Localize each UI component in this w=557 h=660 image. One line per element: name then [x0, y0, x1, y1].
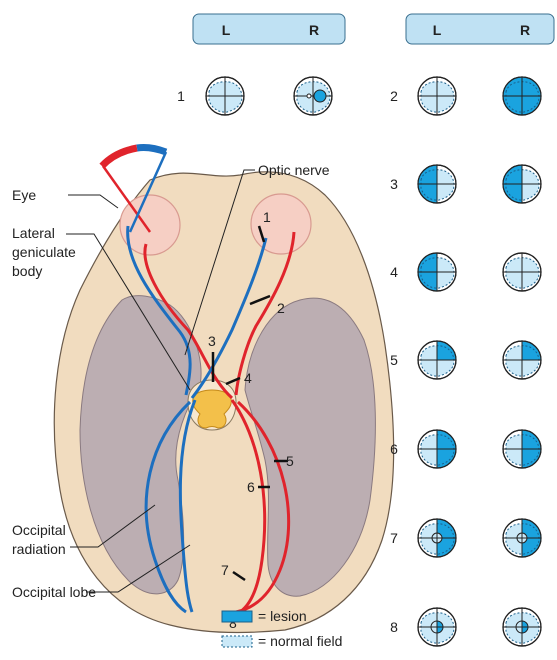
right-eye	[251, 194, 311, 254]
occipital-radiation-label-line2: radiation	[12, 541, 66, 557]
lgb-label-line1: Lateral	[12, 225, 55, 241]
right-visual-field	[503, 430, 541, 468]
field-arc-blue	[137, 148, 166, 153]
right-visual-field	[503, 77, 541, 115]
left-visual-field	[418, 341, 456, 379]
lesion-label-6: 6	[247, 479, 255, 495]
column-header-2: L R	[406, 14, 554, 44]
optic-nerve-label: Optic nerve	[258, 162, 330, 178]
left-visual-field	[418, 519, 456, 557]
field-row-number: 2	[390, 88, 398, 104]
left-visual-field	[418, 430, 456, 468]
left-visual-field	[418, 77, 456, 115]
right-visual-field	[503, 165, 541, 203]
right-visual-field	[503, 608, 541, 646]
left-visual-field	[418, 253, 456, 291]
field-arc-red	[102, 148, 137, 166]
lesion-label-1: 1	[263, 209, 271, 225]
optic-chiasm-center	[193, 390, 232, 428]
lesion-label-5: 5	[286, 453, 294, 469]
occipital-lobe-label: Occipital lobe	[12, 584, 96, 600]
header-left-label: L	[433, 22, 442, 38]
lesion-label-2: 2	[277, 300, 285, 316]
occipital-radiation-label-line1: Occipital	[12, 522, 66, 538]
legend-normal-swatch	[222, 636, 252, 647]
eye-label: Eye	[12, 187, 36, 203]
left-visual-field	[418, 608, 456, 646]
lesion-label-7: 7	[221, 562, 229, 578]
left-visual-field	[206, 77, 244, 115]
lgb-label-line2: geniculate	[12, 244, 76, 260]
field-row-number: 4	[390, 264, 398, 280]
right-visual-field	[503, 519, 541, 557]
header-box-2	[406, 14, 554, 44]
right-visual-field	[503, 341, 541, 379]
field-row-number: 6	[390, 441, 398, 457]
column-header-1: L R	[193, 14, 345, 44]
legend-normal-label: = normal field	[258, 633, 342, 649]
right-visual-field	[503, 253, 541, 291]
header-right-label: R	[309, 22, 319, 38]
field-row-number: 1	[177, 88, 185, 104]
header-right-label: R	[520, 22, 530, 38]
lesion-label-3: 3	[208, 333, 216, 349]
field-row-number: 5	[390, 352, 398, 368]
field-row-number: 3	[390, 176, 398, 192]
left-visual-field	[418, 165, 456, 203]
field-row-number: 8	[390, 619, 398, 635]
lgb-label-line3: body	[12, 263, 42, 279]
right-visual-field	[294, 77, 332, 115]
legend-lesion-label: = lesion	[258, 608, 307, 624]
field-row-number: 7	[390, 530, 398, 546]
legend-lesion-swatch	[222, 611, 252, 622]
header-left-label: L	[222, 22, 231, 38]
lesion-label-4: 4	[244, 370, 252, 386]
header-box-1	[193, 14, 345, 44]
eye-leader	[68, 195, 118, 208]
